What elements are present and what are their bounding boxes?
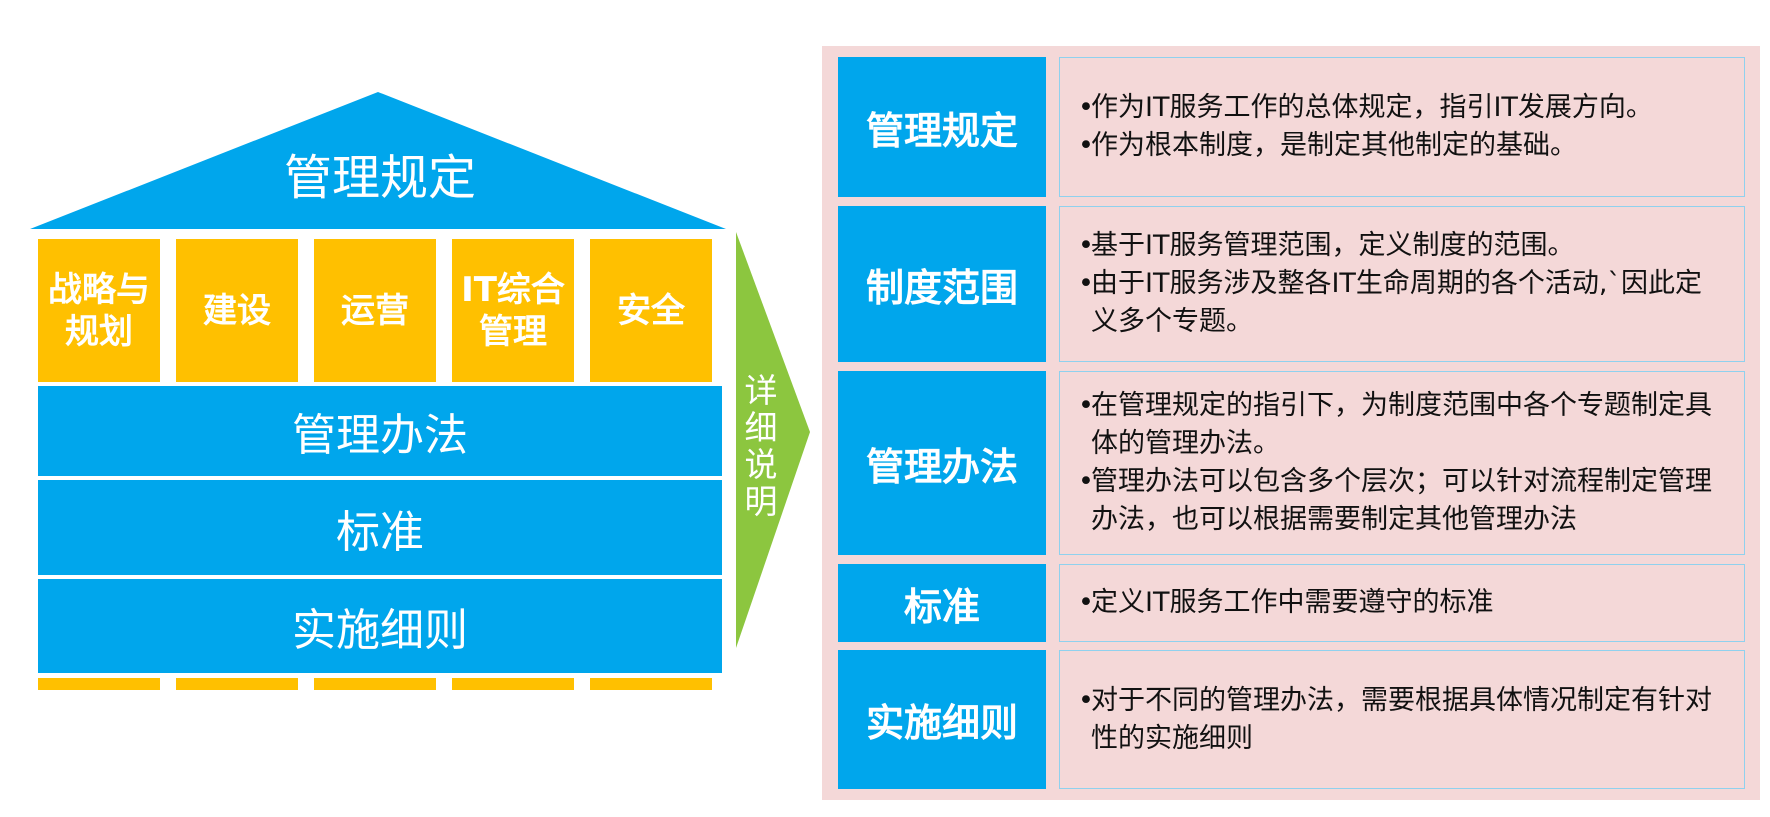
base-block [176, 678, 298, 690]
bullet-dot: • [1078, 466, 1094, 497]
bullet-text: 对于不同的管理办法，需要根据具体情况制定有针对性的实施细则 [1091, 684, 1712, 754]
pillar-label-line1: 安全 [617, 290, 685, 331]
row-description: •在管理规定的指引下，为制度范围中各个专题制定具体的管理办法。 •管理办法可以包… [1059, 371, 1745, 555]
row-heading: 管理办法 [838, 371, 1046, 555]
bullet-text: 作为IT服务工作的总体规定，指引IT发展方向。 [1091, 92, 1653, 123]
bullet-item: •基于IT服务管理范围，定义制度的范围。 [1078, 227, 1728, 265]
bullet-item: •定义IT服务工作中需要遵守的标准 [1078, 584, 1728, 622]
pillar-construction: 建设 [176, 239, 298, 382]
base-block [314, 678, 436, 690]
arrow-char: 详 [744, 371, 778, 410]
bullet-item: •由于IT服务涉及整各IT生命周期的各个活动,`因此定义多个专题。 [1078, 265, 1728, 341]
bullet-text: 管理办法可以包含多个层次；可以针对流程制定管理办法，也可以根据需要制定其他管理办… [1091, 466, 1712, 535]
pillar-label-line1: 战略与 [48, 269, 150, 310]
pillar-label-line1: 建设 [203, 290, 271, 331]
row-heading: 标准 [838, 564, 1046, 642]
bullet-dot: • [1078, 230, 1094, 261]
arrow-char: 说 [744, 445, 778, 484]
roof-triangle [30, 92, 726, 229]
bullet-dot: • [1078, 684, 1094, 716]
bullet-item: •作为IT服务工作的总体规定，指引IT发展方向。 [1078, 89, 1728, 127]
arrow-char: 明 [744, 482, 778, 521]
arrow-label: 详 细 说 明 [743, 372, 779, 520]
bullet-dot: • [1078, 130, 1094, 161]
pillar-operations: 运营 [314, 239, 436, 382]
bullet-dot: • [1078, 390, 1094, 421]
bullet-text: 基于IT服务管理范围，定义制度的范围。 [1091, 230, 1575, 261]
arrow-shape [736, 232, 810, 648]
band-standards: 标准 [38, 480, 722, 575]
bullet-item: •对于不同的管理办法，需要根据具体情况制定有针对性的实施细则 [1078, 682, 1728, 758]
bullet-text: 由于IT服务涉及整各IT生命周期的各个活动,`因此定义多个专题。 [1091, 268, 1702, 337]
base-block [38, 678, 160, 690]
pillar-label-line2: 管理 [479, 311, 547, 352]
pillar-label-line2: 规划 [65, 311, 133, 352]
band-implementation-rules: 实施细则 [38, 579, 722, 673]
bullet-text: 定义IT服务工作中需要遵守的标准 [1091, 587, 1494, 618]
base-block [452, 678, 574, 690]
band-management-methods: 管理办法 [38, 386, 722, 476]
bullet-item: •作为根本制度，是制定其他制定的基础。 [1078, 127, 1728, 165]
row-heading: 实施细则 [838, 650, 1046, 789]
bullet-item: •在管理规定的指引下，为制度范围中各个专题制定具体的管理办法。 [1078, 387, 1728, 463]
row-description: •定义IT服务工作中需要遵守的标准 [1059, 564, 1745, 642]
bullet-dot: • [1078, 92, 1094, 123]
pillar-label-line1: IT综合 [461, 269, 565, 310]
bullet-dot: • [1078, 587, 1094, 618]
bullet-item: •管理办法可以包含多个层次；可以针对流程制定管理办法，也可以根据需要制定其他管理… [1078, 463, 1728, 539]
arrow-char: 细 [744, 408, 778, 447]
pillar-strategy: 战略与规划 [38, 239, 160, 382]
row-heading: 管理规定 [838, 57, 1046, 197]
bullet-text: 在管理规定的指引下，为制度范围中各个专题制定具体的管理办法。 [1091, 390, 1712, 459]
pillar-it-management: IT综合管理 [452, 239, 574, 382]
pillar-security: 安全 [590, 239, 712, 382]
bullet-dot: • [1078, 268, 1094, 299]
roof-title: 管理规定 [283, 150, 476, 206]
row-description: •对于不同的管理办法，需要根据具体情况制定有针对性的实施细则 [1059, 650, 1745, 789]
row-heading: 制度范围 [838, 206, 1046, 362]
base-block [590, 678, 712, 690]
pillar-label-line1: 运营 [341, 290, 409, 331]
bullet-text: 作为根本制度，是制定其他制定的基础。 [1091, 130, 1577, 161]
row-description: •作为IT服务工作的总体规定，指引IT发展方向。 •作为根本制度，是制定其他制定… [1059, 57, 1745, 197]
row-description: •基于IT服务管理范围，定义制度的范围。 •由于IT服务涉及整各IT生命周期的各… [1059, 206, 1745, 362]
